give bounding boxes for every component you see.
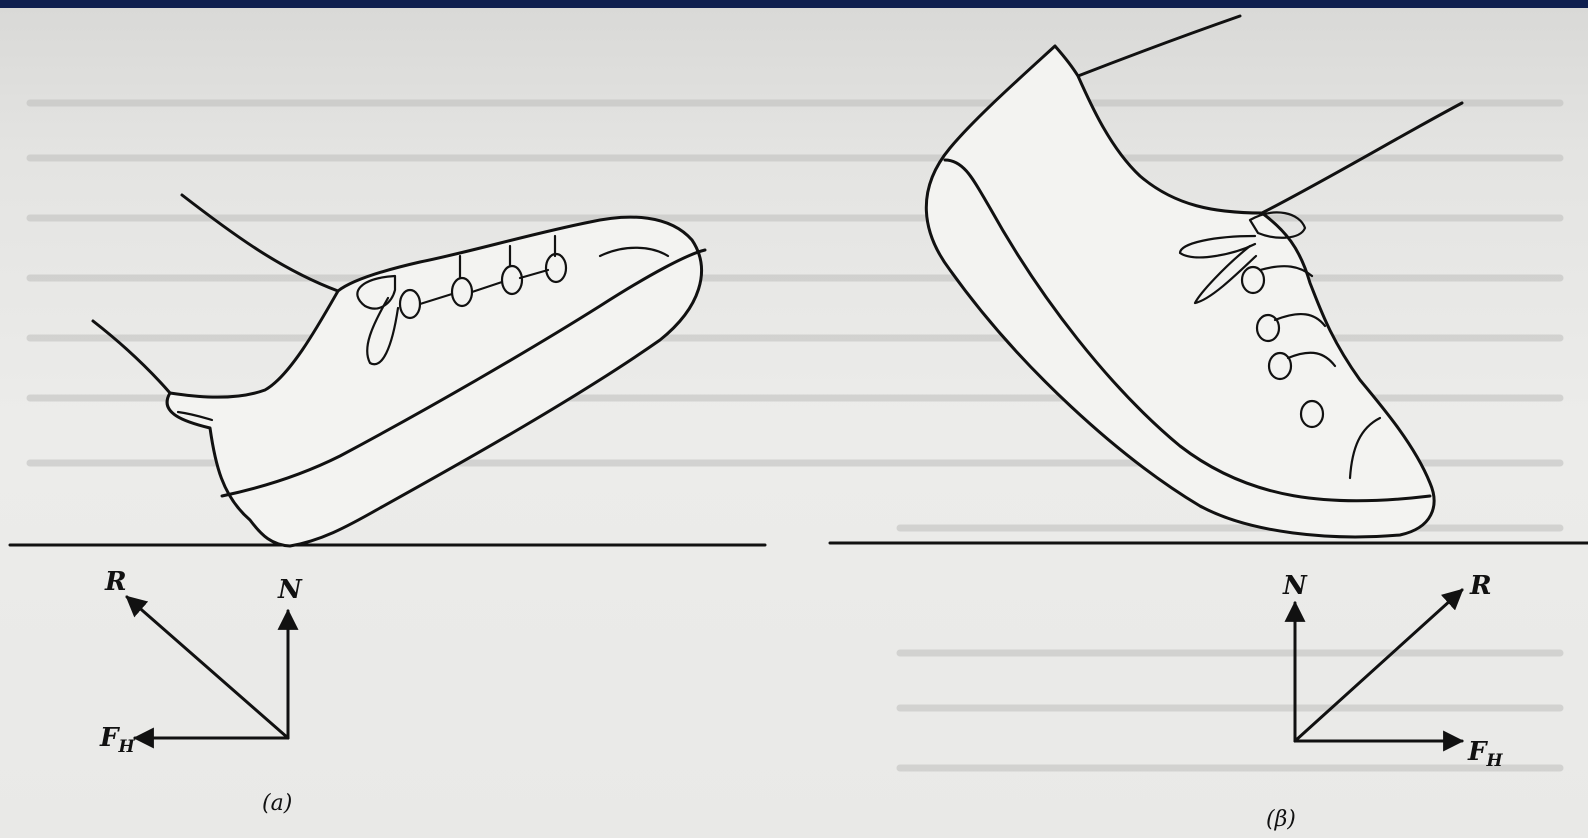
shoe-a: [93, 195, 705, 546]
page: N R FH (a): [0, 8, 1588, 838]
caption-a: (a): [262, 791, 292, 816]
label-n-a: N: [277, 575, 303, 605]
resultant-force-arrow-b: [1295, 590, 1462, 741]
label-r-b: R: [1469, 571, 1492, 601]
leg-back-line-a: [93, 321, 170, 393]
force-diagram-figure: N R FH (a): [0, 8, 1588, 838]
leg-back-line-b: [1078, 16, 1240, 76]
panel-a: N R FH (a): [10, 195, 765, 816]
vector-diagram-b: N R FH: [1282, 571, 1503, 771]
label-fh-a: FH: [99, 723, 135, 757]
shoe-outline-a: [167, 217, 701, 546]
caption-b: (β): [1266, 807, 1296, 832]
label-r-a: R: [104, 567, 127, 597]
vector-diagram-a: N R FH: [99, 567, 303, 757]
label-fh-b: FH: [1467, 737, 1503, 771]
resultant-force-arrow-a: [127, 597, 288, 738]
label-n-b: N: [1282, 571, 1308, 601]
